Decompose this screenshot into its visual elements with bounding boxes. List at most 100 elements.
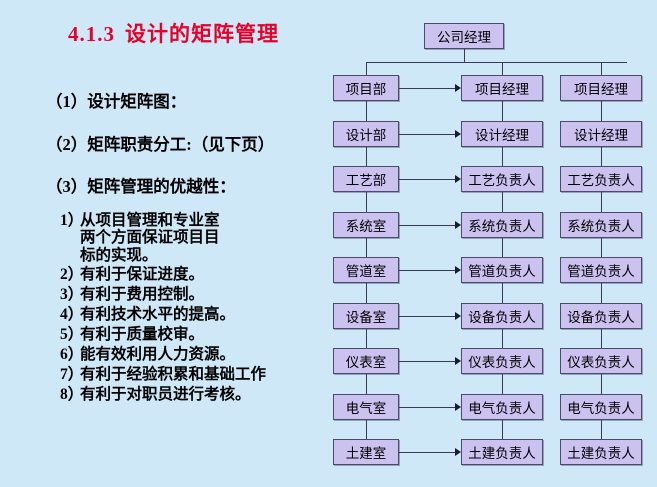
node-project-a-roles-5: 管道负责人 bbox=[461, 257, 543, 283]
node-project-a-roles-4: 系统负责人 bbox=[461, 212, 543, 238]
list-item-label: 有利于对职员进行考核。 bbox=[80, 385, 251, 403]
node-project-a-roles-9: 土建负责人 bbox=[461, 439, 543, 465]
node-project-a-roles-8: 电气负责人 bbox=[461, 394, 543, 420]
node-label: 管道负责人 bbox=[567, 264, 635, 279]
arrow-head-icon bbox=[455, 312, 461, 320]
list-item-marker: 4） bbox=[60, 306, 84, 324]
connector-line bbox=[366, 374, 368, 394]
node-label: 系统负责人 bbox=[468, 219, 536, 234]
list-item-label: 有利于质量校审。 bbox=[80, 326, 205, 344]
node-label: 系统负责人 bbox=[567, 219, 635, 234]
node-label: 设备负责人 bbox=[567, 310, 635, 325]
connector-line bbox=[366, 62, 627, 64]
node-label: 电气负责人 bbox=[567, 401, 635, 416]
connector-line bbox=[366, 283, 368, 303]
connector-line bbox=[601, 147, 603, 166]
node-label: 电气室 bbox=[345, 401, 387, 416]
node-project-a-roles-7: 仪表负责人 bbox=[461, 348, 543, 374]
node-label: 管道负责人 bbox=[468, 264, 536, 279]
advantages-list: 1） 从项目管理和专业室 两个方面保证项目目 标的实现。 2） 有利于保证进度。… bbox=[46, 212, 346, 403]
connector-line bbox=[464, 49, 466, 62]
connector-line bbox=[399, 452, 456, 454]
node-project-b-roles-5: 管道负责人 bbox=[560, 257, 642, 283]
list-item: 8） 有利于对职员进行考核。 bbox=[46, 386, 346, 403]
arrow-head-icon bbox=[455, 448, 461, 456]
node-label: 项目经理 bbox=[574, 82, 628, 97]
node-project-a-roles-1: 项目经理 bbox=[461, 75, 543, 101]
node-label: 项目经理 bbox=[475, 82, 529, 97]
node-project-b-roles-4: 系统负责人 bbox=[560, 212, 642, 238]
connector-line bbox=[366, 238, 368, 257]
list-item: 7） 有利于经验积累和基础工作 bbox=[46, 366, 346, 383]
list-item: 3） 有利于费用控制。 bbox=[46, 286, 346, 303]
node-departments-2: 设计部 bbox=[333, 121, 399, 147]
connector-line bbox=[366, 192, 368, 212]
node-project-a-roles-2: 设计经理 bbox=[461, 121, 543, 147]
node-departments-1: 项目部 bbox=[333, 75, 399, 101]
list-item: 6） 能有效利用人力资源。 bbox=[46, 346, 346, 363]
node-label: 工艺负责人 bbox=[468, 173, 536, 188]
connector-line bbox=[502, 62, 504, 75]
node-departments-3: 工艺部 bbox=[333, 166, 399, 192]
node-project-b-roles-3: 工艺负责人 bbox=[560, 166, 642, 192]
node-label: 电气负责人 bbox=[468, 401, 536, 416]
node-project-b-roles-6: 设备负责人 bbox=[560, 303, 642, 329]
list-item-label: 有利技术水平的提高。 bbox=[80, 306, 236, 324]
connector-line bbox=[366, 101, 368, 121]
list-item: 2） 有利于保证进度。 bbox=[46, 266, 346, 283]
connector-line bbox=[601, 192, 603, 212]
node-departments-6: 设备室 bbox=[333, 303, 399, 329]
connector-line bbox=[399, 361, 456, 363]
arrow-head-icon bbox=[455, 357, 461, 365]
connector-line bbox=[502, 283, 504, 303]
list-item-marker: 5） bbox=[60, 326, 84, 344]
node-project-b-roles-7: 仪表负责人 bbox=[560, 348, 642, 374]
list-item: 1） 从项目管理和专业室 两个方面保证项目目 标的实现。 bbox=[46, 212, 346, 264]
list-item-3: （3）矩阵管理的优越性： bbox=[46, 177, 236, 197]
arrow-head-icon bbox=[455, 84, 461, 92]
list-item-marker: 2） bbox=[60, 266, 84, 284]
connector-line bbox=[601, 329, 603, 348]
list-item-marker: 1） bbox=[60, 211, 84, 229]
connector-line bbox=[502, 147, 504, 166]
connector-line bbox=[601, 62, 603, 75]
connector-line bbox=[601, 101, 603, 121]
node-project-b-roles-9: 土建负责人 bbox=[560, 439, 642, 465]
list-item-label: 有利于经验积累和基础工作 bbox=[80, 365, 267, 383]
node-label: 仪表室 bbox=[345, 355, 387, 370]
node-departments-9: 土建室 bbox=[333, 439, 399, 465]
connector-line bbox=[601, 374, 603, 394]
connector-line bbox=[399, 316, 456, 318]
connector-line bbox=[502, 101, 504, 121]
arrow-head-icon bbox=[455, 403, 461, 411]
node-departments-8: 电气室 bbox=[333, 394, 399, 420]
connector-line bbox=[502, 329, 504, 348]
node-label: 项目部 bbox=[345, 82, 387, 97]
left-text-column: （1）设计矩阵图： （2）矩阵职责分工:（见下页） （3）矩阵管理的优越性： 1… bbox=[46, 92, 346, 405]
list-item-label: 有利于费用控制。 bbox=[80, 286, 205, 304]
node-label: 仪表负责人 bbox=[567, 355, 635, 370]
list-item: 4） 有利技术水平的提高。 bbox=[46, 306, 346, 323]
node-departments-4: 系统室 bbox=[333, 212, 399, 238]
node-project-a-roles-3: 工艺负责人 bbox=[461, 166, 543, 192]
connector-line bbox=[502, 420, 504, 439]
arrow-head-icon bbox=[455, 175, 461, 183]
node-project-a-roles-6: 设备负责人 bbox=[461, 303, 543, 329]
connector-line bbox=[399, 179, 456, 181]
connector-line bbox=[399, 225, 456, 227]
connector-line bbox=[399, 134, 456, 136]
connector-line bbox=[366, 62, 368, 75]
node-label: 仪表负责人 bbox=[468, 355, 536, 370]
connector-line bbox=[399, 407, 456, 409]
connector-line bbox=[399, 88, 456, 90]
connector-line bbox=[601, 238, 603, 257]
connector-line bbox=[502, 374, 504, 394]
list-item-label: 从项目管理和专业室 两个方面保证项目目 标的实现。 bbox=[80, 211, 220, 264]
arrow-head-icon bbox=[455, 130, 461, 138]
connector-line bbox=[502, 238, 504, 257]
arrow-head-icon bbox=[455, 266, 461, 274]
page-title-number: 4.1.3 bbox=[68, 22, 115, 46]
arrow-head-icon bbox=[455, 221, 461, 229]
connector-line bbox=[502, 192, 504, 212]
